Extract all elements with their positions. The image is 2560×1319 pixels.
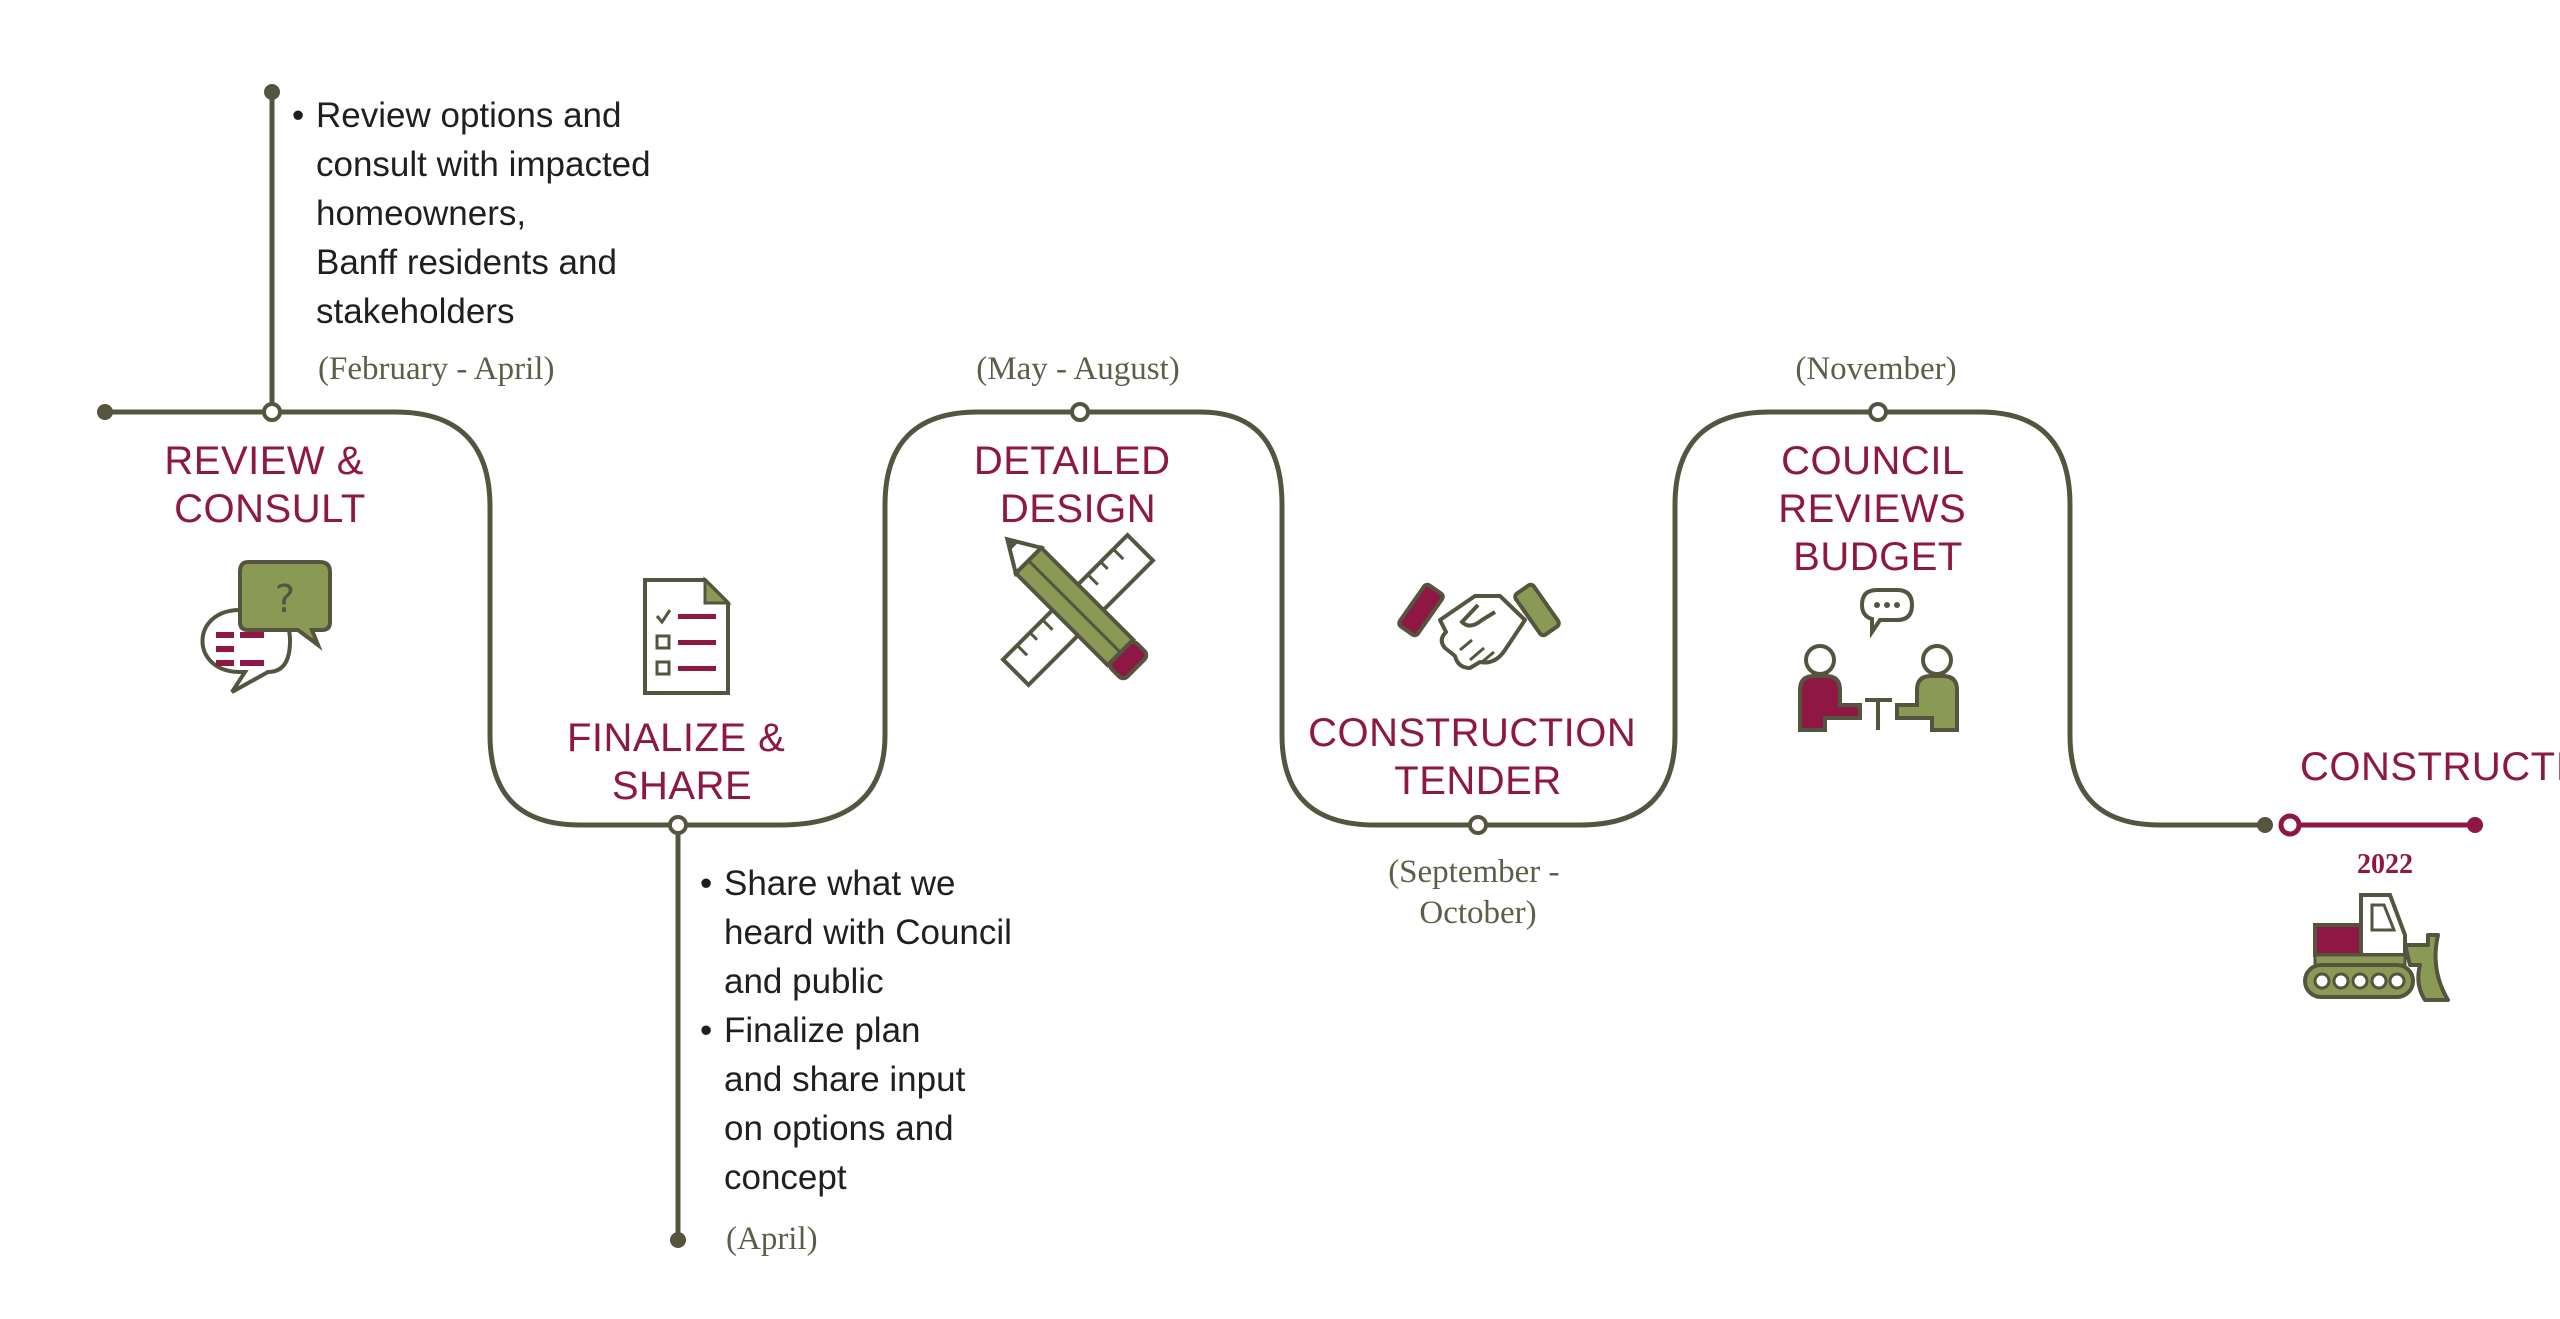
handshake-icon	[1397, 582, 1561, 670]
stage1-bullet-dot: •	[292, 96, 304, 135]
stage2-node	[668, 815, 688, 835]
stage2-title: FINALIZE & SHARE	[567, 716, 797, 808]
timeline-start-dot	[97, 404, 113, 420]
stage6-year: 2022	[2357, 849, 2413, 880]
stage2-bullet-dot-1: •	[700, 864, 712, 903]
stage5-node	[1868, 402, 1888, 422]
stage1-connector-end	[264, 84, 280, 100]
stage4-node	[1468, 815, 1488, 835]
stage3-date: (May - August)	[976, 351, 1179, 387]
meeting-icon	[1798, 588, 1959, 732]
stage2-bullet-2: Finalize plan and share input on options…	[724, 1011, 975, 1197]
stage2-connector-end	[670, 1232, 686, 1248]
stage5-title: COUNCIL REVIEWS BUDGET	[1778, 439, 1978, 579]
construction-end-marker	[2467, 817, 2483, 833]
pencil-ruler-icon	[1000, 532, 1156, 688]
stage3-node	[1070, 402, 1090, 422]
chat-question-icon: ?	[200, 560, 332, 694]
stage3-title: DETAILED DESIGN	[974, 439, 1182, 531]
stage1-date: (February - April)	[318, 351, 554, 387]
construction-start-marker	[2278, 813, 2302, 837]
stage1-node	[262, 402, 282, 422]
stage1-bullet-1: Review options and consult with impacted…	[316, 96, 660, 331]
svg-text:?: ?	[275, 577, 295, 621]
stage5-date: (November)	[1795, 351, 1956, 387]
stage2-date: (April)	[726, 1221, 818, 1257]
stage4-title: CONSTRUCTION TENDER	[1308, 711, 1648, 803]
stage2-bullet-1: Share what we heard with Council and pub…	[724, 864, 1022, 1001]
stage6-title: CONSTRUCTION	[2300, 745, 2560, 789]
stage1-title: REVIEW & CONSULT	[164, 439, 375, 531]
timeline-end-dot	[2257, 817, 2273, 833]
bulldozer-icon	[2303, 893, 2450, 1002]
timeline-path	[105, 409, 2265, 828]
checklist-icon	[643, 576, 732, 695]
stage2-bullet-dot-2: •	[700, 1011, 712, 1050]
stage4-date: (September - October)	[1388, 854, 1568, 931]
